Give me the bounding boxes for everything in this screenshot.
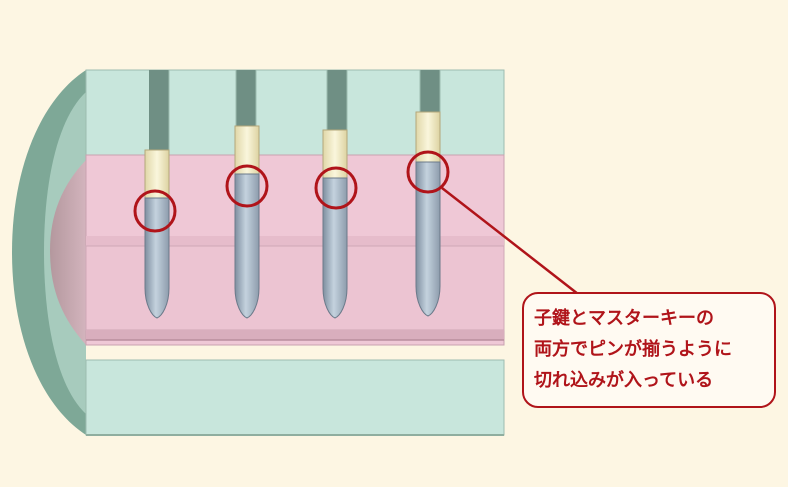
housing-top-block bbox=[85, 69, 505, 161]
key-pin bbox=[322, 177, 348, 319]
highlight-circle-4 bbox=[406, 150, 450, 194]
key-pin bbox=[144, 197, 170, 319]
highlight-circle-3 bbox=[314, 166, 358, 210]
keyway-groove bbox=[86, 330, 504, 340]
highlight-markers bbox=[133, 150, 450, 233]
housing-bottom-block bbox=[85, 359, 505, 436]
key-pin bbox=[415, 161, 441, 317]
plug-front-face bbox=[50, 160, 86, 345]
callout-box: 子鍵とマスターキーの 両方でピンが揃うように 切れ込みが入っている bbox=[522, 292, 776, 408]
pin-stack-1 bbox=[144, 149, 170, 319]
pin-stack-3 bbox=[322, 129, 348, 319]
pin-stack-4 bbox=[415, 111, 441, 317]
key-pin bbox=[234, 173, 260, 319]
callout-line-2: 両方でピンが揃うように bbox=[534, 339, 732, 360]
keyway-upper-ledge bbox=[86, 236, 504, 246]
callout-line-1: 子鍵とマスターキーの bbox=[534, 308, 714, 329]
pin-stack-2 bbox=[234, 125, 260, 319]
callout-line-3: 切れ込みが入っている bbox=[534, 370, 714, 391]
callout-leader-line bbox=[441, 187, 579, 295]
highlight-circle-1 bbox=[133, 189, 177, 233]
highlight-circle-2 bbox=[225, 164, 269, 208]
